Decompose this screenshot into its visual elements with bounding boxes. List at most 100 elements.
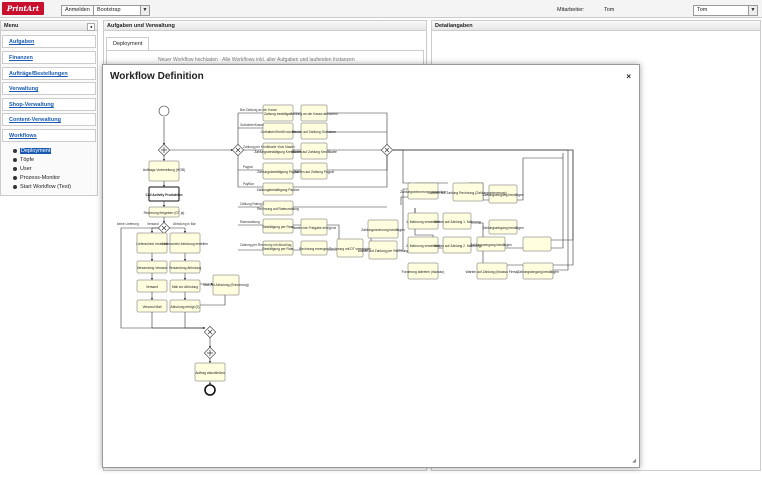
flow-label: Ratenzahlung — [240, 220, 260, 224]
flow-label: Bar Zahlung an der Kasse — [240, 108, 277, 112]
menu-item-label: Workflows — [9, 133, 37, 139]
menu-item-label: Content-Verwaltung — [9, 117, 61, 123]
flow-label: Zahlung per Rechnung mit Abschlag — [240, 243, 292, 247]
menu-item-label: Shop-Verwaltung — [9, 102, 54, 108]
workflow-item-label: User — [20, 166, 32, 172]
task-label: Auftrag abschließen — [195, 371, 224, 375]
task-label: Bestätigung per Rate — [263, 225, 294, 229]
task-label: Zahlungsbestätigung Kreditkarte — [254, 150, 302, 154]
workflow-item-label: Prozess-Monitor — [20, 175, 61, 181]
task-label: Zahlungseingang bestätigen — [482, 226, 524, 230]
workflow-item-user[interactable]: User — [13, 166, 32, 172]
task-label: Auftrags-Vorbereitung (HOB) — [143, 168, 185, 172]
login-button[interactable]: Anmelden — [61, 5, 94, 16]
task-label: Warten auf Zahlung (Inkasso Firma) — [466, 270, 519, 274]
task-label: Mail zur Abholung (Erinnerung) — [203, 283, 248, 287]
bullet-icon — [13, 157, 17, 162]
menu-item-shop-verwaltung[interactable]: Shop-Verwaltung — [2, 98, 96, 111]
flow-label: Zahlung Rating 0 — [240, 202, 265, 206]
task-label: Zahlungsrechnung bestätigen — [361, 228, 405, 232]
task-label: Mail zur Abholung — [172, 285, 198, 289]
workflow-item-label: Start Workflow (Test) — [20, 184, 71, 190]
task-label: Rechnung freigeben (GT ja) — [144, 211, 185, 215]
menu-item-aufgaben[interactable]: Aufgaben — [2, 35, 96, 48]
task-label: 2. Mahnung versenden — [406, 244, 440, 248]
task-label: Zahlung bestätigen — [264, 112, 292, 116]
menu-item-finanzen[interactable]: Finanzen — [2, 51, 96, 64]
task-label: Abholung erfolgt (2) — [171, 305, 200, 309]
theme-select-value: Bootstrap — [97, 7, 121, 13]
menu-item-workflows[interactable]: Workflows — [2, 129, 96, 142]
task-label: Warten bis Freigabe erfolgt ist — [292, 226, 336, 230]
menu-item-content-verwaltung[interactable]: Content-Verwaltung — [2, 113, 96, 126]
tab-deployment[interactable]: Deployment — [106, 37, 150, 51]
deployment-partial-text: Neuer Workflow hochladen · Alle Workflow… — [158, 57, 355, 63]
flow-label: keine Lieferung — [117, 222, 139, 226]
workflow-diagram: Auftrags-Vorbereitung (HOB) Call Activit… — [117, 104, 574, 396]
flow-label: Versand — [147, 222, 159, 226]
resize-handle-icon[interactable]: ◢ — [632, 458, 636, 464]
chevron-down-icon[interactable]: ▼ — [748, 6, 757, 15]
employee-value: Tom — [604, 7, 615, 13]
task-label: 1. Mahnung versenden — [406, 220, 440, 224]
menu-item-label: Finanzen — [9, 55, 33, 61]
workflow-item-start-workflow[interactable]: Start Workflow (Test) — [13, 184, 71, 190]
top-bar: PrintArt Anmelden Bootstrap ▼ Mitarbeite… — [0, 0, 762, 18]
task-label: Call Activity Produktion — [145, 193, 182, 197]
task-label: Versand Mail — [142, 305, 161, 309]
workflow-item-prozess-monitor[interactable]: Prozess-Monitor — [13, 175, 60, 181]
dialog-title: Workflow Definition — [110, 71, 204, 82]
user-select[interactable]: Tom ▼ — [693, 5, 758, 16]
details-title: Detailangaben — [435, 23, 473, 29]
task-label: Warten auf Zahlung Guthaben — [292, 130, 336, 134]
menu-item-label: Verwaltung — [9, 86, 39, 92]
task-label: Versandung Abholung — [169, 266, 201, 270]
task-label: Forderung abtreten (Inkasso) — [402, 270, 445, 274]
close-icon[interactable]: × — [626, 72, 631, 81]
menu-item-label: Aufgaben — [9, 39, 35, 45]
task-label: Lieferschein Abholung erstellen — [162, 242, 208, 246]
task-label: Guthaben/Kredit nutzen — [261, 130, 296, 134]
main-header: Aufgaben und Verwaltung — [103, 20, 427, 31]
task-label: Zahlung an der Kasse abbuchen — [290, 112, 338, 116]
task-label: Zahlungseingang bestätigen — [470, 243, 512, 247]
employee-label: Mitarbeiter: — [557, 7, 585, 13]
workflow-item-deployment[interactable]: Deployment — [13, 148, 52, 154]
menu-item-auftraege[interactable]: Aufträge/Bestellungen — [2, 67, 96, 80]
menu-title: Menu — [4, 23, 19, 29]
brand-logo[interactable]: PrintArt — [2, 2, 44, 15]
task-label: Warten auf Zahlung 1. Mahnung — [433, 220, 480, 224]
workflow-item-label: Deployment — [20, 148, 52, 154]
workflow-definition-dialog: Workflow Definition × ◢ — [102, 64, 640, 468]
bullet-icon — [13, 184, 17, 189]
chevron-down-icon[interactable]: ▼ — [140, 6, 149, 15]
workflow-item-toepfe[interactable]: Töpfe — [13, 157, 34, 163]
task-label: Warten auf Zahlung Rechnung (Zahlungseri… — [429, 191, 506, 195]
task-label: Versandung Versand — [137, 266, 168, 270]
flow-label: Guthaben/Kasse — [240, 123, 264, 127]
task-label: Bestätigung per Rate — [263, 247, 294, 251]
workflow-item-label: Töpfe — [20, 157, 35, 163]
task-label: Zahlungsbestätigung Paybox — [257, 188, 300, 192]
task-label: Warten auf Zahlung per Rechnung — [358, 249, 409, 253]
collapse-icon[interactable]: ◂ — [87, 23, 95, 31]
theme-select[interactable]: Bootstrap ▼ — [93, 5, 150, 16]
task-label: Rechnung mit DT versenden — [329, 247, 371, 251]
bullet-icon — [13, 148, 17, 153]
user-select-value: Tom — [697, 7, 708, 13]
task-label: Warten auf Zahlung 2. Mahnung — [433, 244, 480, 248]
menu-item-label: Aufträge/Bestellungen — [9, 71, 68, 77]
task-label: Warten auf Zahlung Paypal — [294, 170, 334, 174]
flow-label: Zahlung per Kreditkarte Visa/ Master — [243, 145, 296, 149]
task-label: Versand — [146, 285, 158, 289]
menu-header: Menu ◂ — [0, 20, 98, 31]
bullet-icon — [13, 166, 17, 171]
menu-item-verwaltung[interactable]: Verwaltung — [2, 82, 96, 95]
task-label: Zahlungseingang bestätigen — [482, 193, 524, 197]
flow-label: Paypal — [243, 165, 253, 169]
flow-label: Abholung in Bar — [173, 222, 197, 226]
flow-label: PayBox — [243, 182, 254, 186]
task-label: Rechnung erzeugen — [299, 247, 329, 251]
task-label: Zahlungseingang bestätigen — [517, 270, 559, 274]
bullet-icon — [13, 175, 17, 180]
